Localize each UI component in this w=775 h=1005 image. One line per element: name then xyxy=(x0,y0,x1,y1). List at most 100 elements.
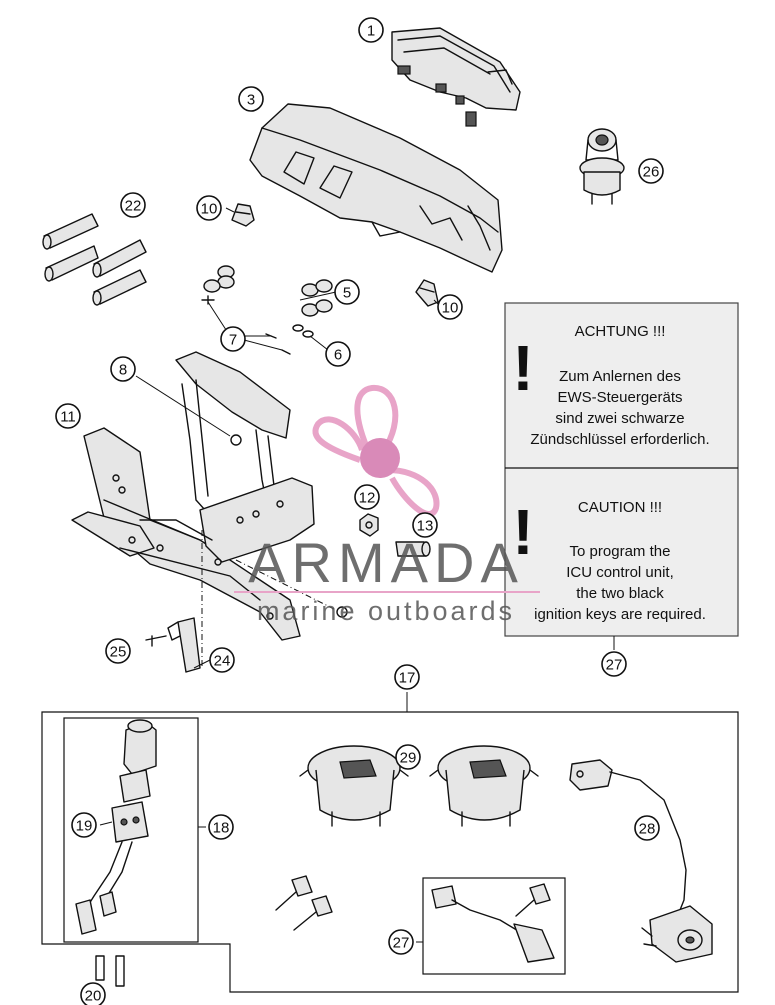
callout-circle xyxy=(388,929,414,955)
callout-number: 27 xyxy=(393,935,410,952)
callout-number: 12 xyxy=(359,490,376,507)
callout-1: 1 xyxy=(358,17,384,43)
watermark-propeller-hub xyxy=(360,438,400,478)
callout-circle xyxy=(220,326,246,352)
callout-number: 10 xyxy=(442,300,459,317)
callout-circle xyxy=(120,192,146,218)
notice-en-line2: ICU control unit, xyxy=(566,564,674,581)
callout-number: 6 xyxy=(334,347,342,364)
connector-pins xyxy=(95,955,125,987)
fuel-cap-right xyxy=(429,745,539,827)
callout-number: 10 xyxy=(201,201,218,218)
ignition-cable-assembly xyxy=(75,719,157,935)
watermark-propeller-blade xyxy=(387,467,440,517)
notice-excl-de: ! xyxy=(512,332,533,404)
callout-13: 13 xyxy=(412,512,438,538)
callout-number: 7 xyxy=(229,332,237,349)
notice-de-line2: EWS-Steuergeräts xyxy=(557,389,682,406)
callout-circle xyxy=(394,664,420,690)
callout-17: 17 xyxy=(394,664,420,690)
watermark-propeller-blade xyxy=(312,416,365,463)
notice-de-title: ACHTUNG !!! xyxy=(575,323,666,340)
callout-circle xyxy=(638,158,664,184)
callout-26: 26 xyxy=(638,158,664,184)
callout-number: 24 xyxy=(214,653,231,670)
callout-number: 18 xyxy=(213,820,230,837)
callout-number: 11 xyxy=(60,409,76,426)
callout-number: 28 xyxy=(639,821,656,838)
watermark-main: ARMADA xyxy=(248,531,524,594)
callout-number: 29 xyxy=(400,750,417,767)
callout-number: 20 xyxy=(85,988,102,1005)
callout-8: 8 xyxy=(110,356,136,382)
callout-circle xyxy=(209,647,235,673)
callout-number: 5 xyxy=(343,285,351,302)
callout-number: 22 xyxy=(125,198,142,215)
headlight-mask xyxy=(249,103,503,273)
notice-en-line3: the two black xyxy=(576,585,664,602)
callout-27: 27 xyxy=(601,651,627,677)
adapter-cable xyxy=(431,885,555,963)
notice-en-line1: To program the xyxy=(570,543,671,560)
callout-circle xyxy=(105,638,131,664)
callout-19: 19 xyxy=(71,812,97,838)
callout-circle xyxy=(412,512,438,538)
callout-circle xyxy=(358,17,384,43)
callout-number: 1 xyxy=(367,23,375,40)
callout-24: 24 xyxy=(209,647,235,673)
callout-circle xyxy=(238,86,264,112)
rubber-sleeves xyxy=(42,213,147,306)
callout-circle xyxy=(334,279,360,305)
callout-3: 3 xyxy=(238,86,264,112)
callout-5: 5 xyxy=(334,279,360,305)
kit-outline xyxy=(41,692,739,993)
callout-circle xyxy=(71,812,97,838)
callout-29: 29 xyxy=(395,744,421,770)
frame-bracket xyxy=(71,351,348,641)
armada-watermark: ARMADA marine outboards xyxy=(234,385,540,626)
callout-circle xyxy=(196,195,222,221)
callout-number: 17 xyxy=(399,670,416,687)
notice-de-line4: Zündschlüssel erforderlich. xyxy=(530,431,709,448)
callout-circle xyxy=(325,341,351,367)
callout-circle xyxy=(437,294,463,320)
fuel-cap-left xyxy=(299,745,409,827)
callout-22: 22 xyxy=(120,192,146,218)
power-socket xyxy=(579,128,625,205)
small-bracket xyxy=(145,530,211,673)
callout-27: 27 xyxy=(388,929,414,955)
watermark-propeller-blade xyxy=(354,385,399,457)
callout-number: 3 xyxy=(247,92,255,109)
notice-de-line3: sind zwei schwarze xyxy=(555,410,684,427)
callout-25: 25 xyxy=(105,638,131,664)
callout-number: 25 xyxy=(110,644,127,661)
notice-box: ! ACHTUNG !!! Zum Anlernen des EWS-Steue… xyxy=(504,302,739,650)
ignition-keys xyxy=(275,875,551,931)
callout-10: 10 xyxy=(437,294,463,320)
clip-upper xyxy=(231,203,255,227)
notice-en-line4: ignition keys are required. xyxy=(534,606,706,623)
callout-circle xyxy=(80,982,106,1005)
callout-circle xyxy=(601,651,627,677)
callout-10: 10 xyxy=(196,195,222,221)
callout-18: 18 xyxy=(208,814,234,840)
callout-leaders xyxy=(225,207,439,305)
callout-7: 7 xyxy=(220,326,246,352)
callout-circle xyxy=(208,814,234,840)
watermark-sub: marine outboards xyxy=(257,596,515,626)
callout-circle xyxy=(354,484,380,510)
callout-number: 26 xyxy=(643,164,660,181)
callout-circle xyxy=(110,356,136,382)
callout-12: 12 xyxy=(354,484,380,510)
callout-circle xyxy=(634,815,660,841)
notice-excl-en: ! xyxy=(512,496,533,568)
callout-number: 27 xyxy=(606,657,623,674)
callout-circle xyxy=(55,403,81,429)
instrument-cluster xyxy=(391,27,521,127)
nut-and-spacer xyxy=(359,513,431,557)
notice-de-line1: Zum Anlernen des xyxy=(559,368,681,385)
grommets-and-bolts xyxy=(201,265,337,355)
callout-number: 19 xyxy=(76,818,93,835)
callout-20: 20 xyxy=(80,982,106,1005)
